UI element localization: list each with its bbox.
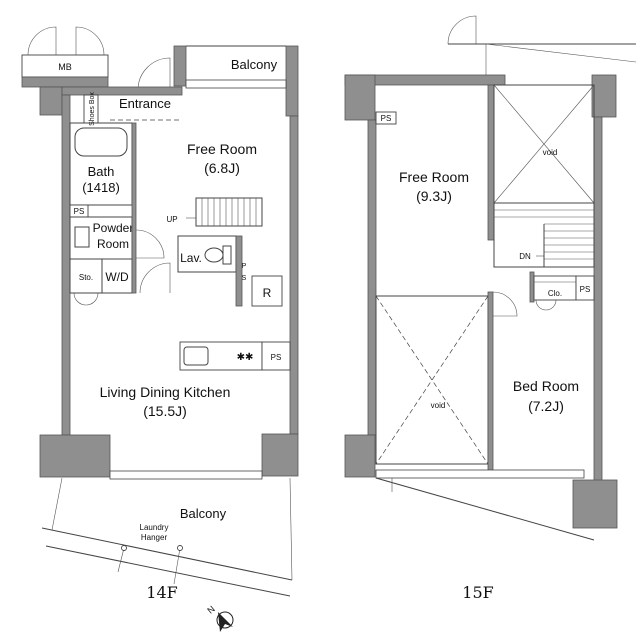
wall-nw — [39, 86, 63, 116]
wall-west — [61, 94, 71, 436]
void-bottom-label: void — [431, 401, 446, 410]
balcony-bottom-edge-right — [289, 477, 293, 581]
entrance-label: Entrance — [119, 96, 171, 111]
entrance-door-swing — [137, 57, 171, 91]
ps-top-label: PS — [381, 114, 392, 123]
bath-label: Bath — [88, 164, 115, 179]
powder-door-swing — [135, 229, 165, 259]
bedroom-door-swing — [492, 291, 518, 317]
cooktop-icon: ✱✱ — [237, 352, 254, 363]
ps-right-box — [575, 275, 595, 301]
void-bottom-cross-2 — [375, 295, 489, 465]
balcony-top-wall-right — [285, 45, 299, 117]
toilet-tank — [222, 245, 232, 265]
shoes-box-label: Shoes Box — [89, 92, 96, 126]
lavatory-label: Lav. — [180, 251, 202, 265]
laundry-hanger-hook-right — [177, 545, 183, 551]
ldk-label: Living Dining Kitchen — [100, 384, 231, 400]
powder-sink — [74, 226, 90, 248]
ps-top-box — [375, 111, 397, 125]
powder-room-label-1: Powder — [93, 221, 134, 235]
closet-box — [533, 275, 577, 301]
storage-door-swing — [73, 292, 99, 306]
balcony-bottom-label: Balcony — [180, 506, 227, 521]
ldk-size: (15.5J) — [143, 403, 187, 419]
washer-dryer-label: W/D — [105, 270, 129, 284]
roof-slope-bottom — [375, 477, 595, 541]
bathtub — [74, 127, 128, 157]
free-room-15f-label: Free Room — [399, 169, 469, 185]
kitchen-sink — [183, 346, 209, 366]
north-arrow-icon — [218, 612, 233, 632]
stairs-up-label: UP — [166, 215, 177, 224]
laundry-hanger-label-1: Laundry — [140, 523, 169, 532]
wall-se-15f — [572, 479, 618, 529]
closet-door-swing — [535, 299, 557, 311]
window-south-15f — [375, 469, 585, 479]
wall-sw — [39, 434, 111, 478]
balcony-bottom-rail — [41, 527, 293, 597]
refrigerator-label: R — [263, 286, 272, 300]
toilet — [204, 247, 224, 263]
free-room-15f-size: (9.3J) — [416, 188, 452, 204]
wall-north — [61, 86, 183, 96]
wall-east-15f — [593, 116, 603, 488]
ps-kitchen-label: PS — [271, 353, 282, 362]
wall-nw-15f — [344, 74, 376, 121]
laundry-hanger-label-2: Hanger — [141, 533, 168, 542]
bed-room-size: (7.2J) — [528, 398, 564, 414]
partition-bedroom — [487, 291, 494, 477]
balcony-top-wall-left — [173, 45, 187, 87]
mb-label: MB — [58, 62, 72, 72]
ps-kitchen-box — [261, 341, 291, 371]
void-top-cross-2 — [493, 84, 595, 204]
floor-label-15f: 15F — [462, 583, 493, 602]
staircase-15f — [493, 202, 595, 268]
void-top-label: void — [543, 148, 558, 157]
top-door-swing — [447, 15, 477, 45]
partition-bath — [131, 122, 137, 294]
refrigerator-space — [251, 275, 283, 307]
wall-ne-15f — [591, 74, 617, 118]
wall-sw-15f — [344, 434, 376, 478]
free-room-14f-size: (6.8J) — [204, 160, 240, 176]
hall-door-swing — [139, 262, 171, 294]
floor-label-14f: 14F — [146, 583, 177, 602]
closet-label: Clo. — [548, 289, 562, 298]
ps-lav-label-p: P — [242, 263, 247, 270]
ps-lav-label-s: S — [242, 275, 247, 282]
roof-line-slope — [485, 43, 637, 63]
balcony-bottom-edge-left — [51, 477, 63, 531]
laundry-hanger-poles — [117, 547, 181, 585]
ldk-window — [109, 470, 263, 480]
storage-label: Sto. — [79, 273, 93, 282]
floor-plan-15f: PS void DN Free Room (9.3J) Clo. — [344, 15, 637, 602]
stairs-down-label: DN — [519, 252, 531, 261]
balcony-top-label: Balcony — [231, 57, 278, 72]
laundry-hanger-hook-left — [121, 545, 127, 551]
partition-lav — [235, 235, 243, 307]
bed-room-label: Bed Room — [513, 378, 579, 394]
powder-room-label-2: Room — [97, 237, 129, 251]
free-room-14f-label: Free Room — [187, 141, 257, 157]
floor-plan-14f: MB Balcony Shoes Box Entrance Bath (1418… — [21, 26, 299, 602]
mb-door-swing — [27, 26, 105, 56]
staircase-14f — [186, 197, 263, 227]
wall-se — [261, 433, 299, 477]
bath-size: (1418) — [82, 180, 120, 195]
ps-bath-label: PS — [74, 207, 85, 216]
ps-right-label: PS — [580, 285, 591, 294]
balcony-top-window — [185, 79, 287, 89]
closet-wall — [529, 271, 535, 303]
wall-east — [289, 115, 299, 435]
void-top-wall — [487, 84, 495, 241]
mb-wall — [21, 76, 109, 88]
compass: N — [205, 604, 234, 632]
wall-west-15f — [367, 119, 377, 436]
compass-n-label: N — [205, 604, 216, 616]
